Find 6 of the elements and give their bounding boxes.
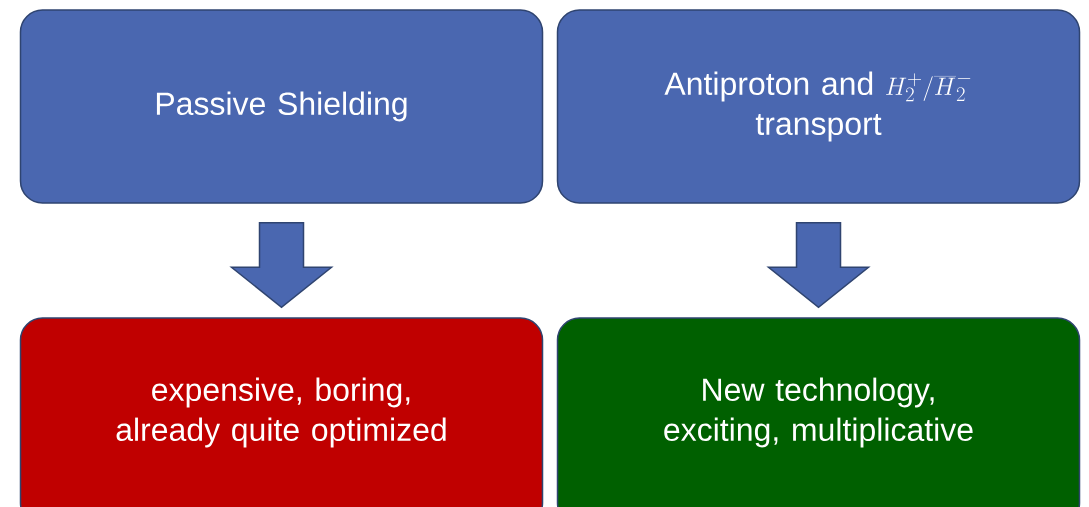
- process-box: Antiproton and $H_2^+/\overline{H}_2^-$ transport: [556, 9, 1081, 204]
- process-box: expensive, boring, already quite optimized: [19, 317, 544, 507]
- process-box: Passive Shielding: [19, 9, 544, 204]
- block-arrow: [766, 222, 871, 309]
- process-box: New technology, exciting, multiplicative: [556, 317, 1081, 507]
- block-arrow: [229, 222, 334, 309]
